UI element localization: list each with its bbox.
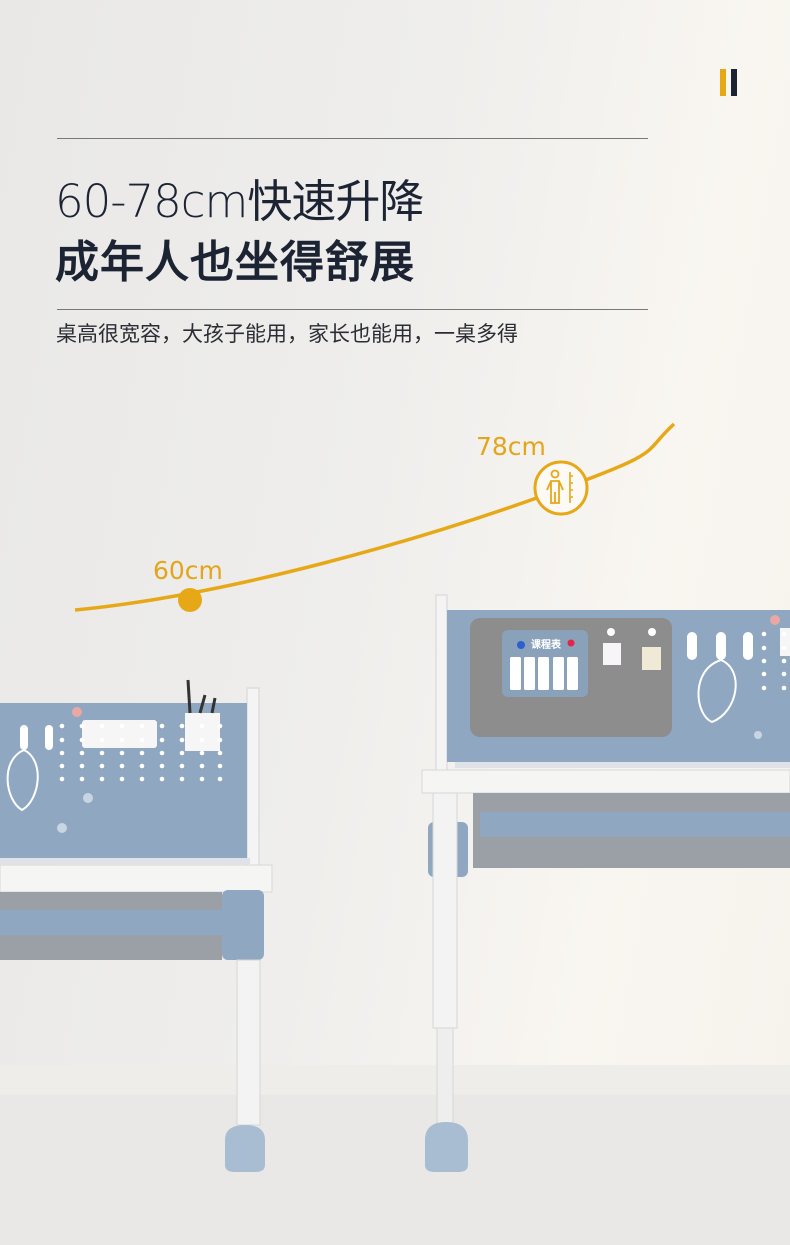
pegboard-hole [119,723,125,729]
pegboard-hole [217,723,223,729]
pegboard-hole [217,763,223,769]
pegboard-hole [159,723,165,729]
pegboard-hole [99,723,105,729]
pegboard-hole [781,671,787,677]
pegboard-hole [119,763,125,769]
pegboard-hole [99,750,105,756]
pegboard-hole [159,737,165,743]
pegboard-hole [99,763,105,769]
pegboard-hole [179,763,185,769]
pegboard-hole [139,750,145,756]
pegboard-hole [217,750,223,756]
pegboard-hole [79,750,85,756]
brand-bar-yellow [720,69,726,96]
pegboard-hole [199,737,205,743]
pegboard-hole [781,685,787,691]
pegboard-hole [119,737,125,743]
headline-line2: 成年人也坐得舒展 [55,237,415,288]
pegboard-hole [179,723,185,729]
pegboard-hole [139,737,145,743]
pegboard-hole [119,750,125,756]
brand-bar-navy [731,69,737,96]
right-desk: 课程表 [421,594,790,1172]
pegboard-hole [159,750,165,756]
pegboard-hole [59,737,65,743]
pegboard-hole [159,776,165,782]
pegboard-hole [59,763,65,769]
pegboard-hole [179,737,185,743]
schedule-board-title: 课程表 [531,638,562,651]
height-curve [74,422,676,612]
pegboard-hole [99,737,105,743]
pegboard-hole [59,776,65,782]
pegboard-hole [781,658,787,664]
pegboard-hole [59,750,65,756]
pegboard-hole [761,685,767,691]
min-height-label: 60cm [153,556,223,585]
floor [0,1095,790,1245]
pegboard-hole [761,671,767,677]
pegboard-hole [79,737,85,743]
pegboard-hole [761,645,767,651]
max-height-label: 78cm [476,432,546,461]
pegboard-hole [79,763,85,769]
pegboard-hole [139,723,145,729]
pegboard-hole [199,750,205,756]
top-divider [57,138,648,139]
pegboard-hole [781,631,787,637]
baseboard [0,1065,790,1095]
pegboard-hole [119,776,125,782]
pegboard-hole [179,750,185,756]
headline-line1: 60-78cm快速升降 [55,175,424,228]
brand-mark [720,69,738,96]
pegboard-hole [79,723,85,729]
min-height-dot [178,588,202,612]
pegboard-hole [761,631,767,637]
person-height-icon [533,460,589,516]
pegboard-hole [139,763,145,769]
pegboard-hole [217,737,223,743]
pegboard-hole [99,776,105,782]
pegboard-hole [199,776,205,782]
pegboard-hole [139,776,145,782]
pegboard-hole [159,763,165,769]
pegboard-hole [217,776,223,782]
pegboard-hole [179,776,185,782]
pegboard-hole [199,723,205,729]
pegboard-hole [781,645,787,651]
left-desk [0,679,273,1172]
pegboard-hole [59,723,65,729]
pegboard-hole [199,763,205,769]
pegboard-hole [761,658,767,664]
subtitle: 桌高很宽容，大孩子能用，家长也能用，一桌多得 [56,322,518,346]
pegboard-hole [79,776,85,782]
middle-divider [57,309,648,310]
